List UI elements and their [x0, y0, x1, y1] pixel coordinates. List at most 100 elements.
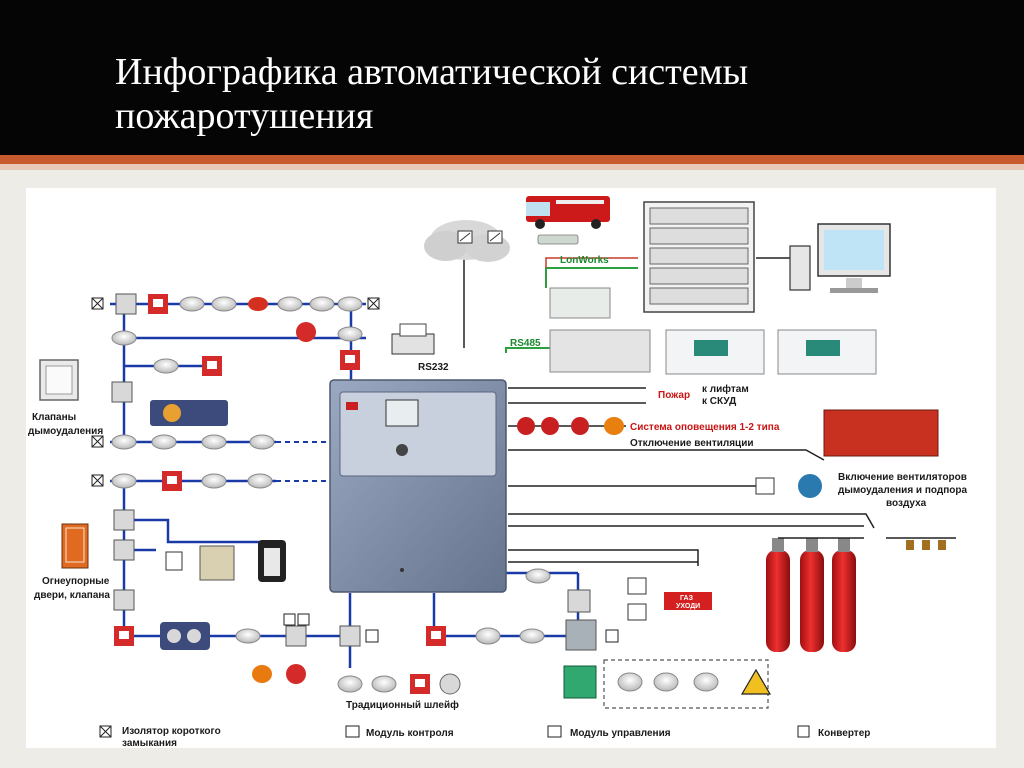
short-circuit-isolator-icon	[99, 725, 112, 738]
accent-stripe	[0, 155, 1024, 164]
to-elevators-label: к лифтам	[702, 383, 749, 395]
control-module-icon	[113, 509, 135, 531]
gas-sign-text-2: УХОДИ	[676, 603, 700, 610]
legend-item-control-module: Модуль контроля	[366, 728, 454, 739]
output-line-3	[508, 549, 699, 566]
diagram-canvas: LonWorks RS485 RS232	[28, 196, 967, 748]
gas-zone-boundary	[603, 659, 769, 709]
smoke-detector-icon	[201, 434, 227, 450]
smoke-detector-icon	[525, 568, 551, 584]
repeater-module-icon	[549, 329, 651, 373]
smoke-detector-icon	[111, 330, 137, 346]
control-module-icon	[113, 539, 135, 561]
alarm-bell-icon	[541, 417, 559, 435]
to-acs-label: к СКУД	[702, 396, 736, 407]
manual-call-point-icon	[410, 674, 430, 694]
accent-stripe-light	[0, 164, 1024, 170]
traditional-detector-icon	[371, 675, 397, 693]
heat-detector-icon	[235, 628, 261, 644]
converter-icon	[365, 629, 379, 643]
rs485-label: RS485	[510, 338, 541, 349]
flame-detector-icon	[248, 297, 268, 311]
traditional-loop-label: Традиционный шлейф	[346, 699, 459, 711]
gas-warning-sign	[664, 592, 712, 610]
gas-cylinder-icon	[832, 538, 856, 652]
manual-call-point-icon	[340, 350, 360, 370]
gas-detector-icon	[693, 672, 719, 692]
rs232-label: RS232	[418, 362, 449, 373]
control-module-icon	[113, 589, 135, 611]
heat-detector-icon	[475, 627, 501, 645]
remote-panel-2-icon	[777, 329, 877, 375]
lonworks-line	[545, 267, 638, 288]
isolator-icon	[283, 613, 296, 626]
converter-icon	[797, 725, 810, 738]
fire-system-diagram: LonWorks RS485 RS232	[26, 188, 996, 748]
legend-item-isolator-2: замыкания	[122, 738, 177, 748]
legend: Изолятор короткого замыкания Модуль конт…	[99, 725, 870, 748]
control-module-icon	[285, 625, 307, 647]
ventilation-unit-icon	[823, 409, 939, 457]
heat-detector-icon	[211, 296, 237, 312]
smoke-damper-icon	[39, 359, 79, 401]
manual-call-point-icon	[148, 294, 168, 314]
converter-icon	[605, 629, 619, 643]
smoke-detector-icon	[153, 358, 179, 374]
smoke-detector-icon	[519, 628, 545, 644]
computer-icon	[789, 223, 891, 293]
power-supply-icon	[565, 619, 597, 651]
manual-call-point-icon	[426, 626, 446, 646]
slide-title-line-1: Инфографика автоматической системы	[115, 51, 749, 93]
control-module-icon	[111, 381, 133, 403]
legend-item-isolator: Изолятор короткого	[122, 726, 221, 737]
management-module-icon	[547, 725, 562, 738]
relay-icon	[165, 551, 183, 571]
remote-panel-1-icon	[665, 329, 765, 375]
door-holder-icon	[199, 545, 235, 581]
fans-on-label-2: дымоудаления и подпора	[838, 485, 967, 496]
control-module-icon	[339, 625, 361, 647]
smoke-removal-label: дымоудаления	[28, 426, 103, 437]
door-closer-icon	[258, 540, 286, 582]
smoke-detector-icon	[337, 296, 363, 312]
heat-detector-icon	[247, 473, 273, 489]
smoke-detector-icon	[111, 434, 137, 450]
duct-detector-icon	[150, 400, 228, 426]
alert-system-label: Система оповещения 1-2 типа	[630, 422, 780, 433]
nozzle-icon	[906, 540, 946, 550]
relay-icon	[627, 603, 647, 621]
smoke-detector-icon	[249, 434, 275, 450]
title-bar: Инфографика автоматической системы пожар…	[0, 0, 1024, 155]
fans-on-label-1: Включение вентиляторов	[838, 472, 967, 483]
valves-label: Клапаны	[32, 412, 76, 423]
siren-icon	[571, 417, 589, 435]
flame-detector-icon	[439, 673, 461, 695]
siren-icon	[286, 664, 306, 684]
fan-icon	[798, 474, 822, 498]
alarm-bell-icon	[517, 417, 535, 435]
gas-module-icon	[563, 665, 597, 699]
slide-title-line-2: пожаротушения	[115, 95, 374, 137]
legend-item-management-module: Модуль управления	[570, 728, 671, 739]
fans-on-label-3: воздуха	[886, 498, 927, 509]
cloud-icon	[424, 220, 510, 262]
lonworks-label: LonWorks	[560, 255, 609, 266]
smoke-detector-icon	[309, 296, 335, 312]
manual-call-point-icon	[162, 471, 182, 491]
output-line-vent	[508, 449, 825, 461]
legend-item-converter: Конвертер	[818, 728, 870, 739]
smoke-detector-icon	[179, 296, 205, 312]
control-module-icon	[115, 293, 137, 315]
slide-title: Инфографика автоматической системы пожар…	[115, 50, 975, 138]
gateway-device-icon	[537, 234, 579, 245]
fire-doors-label-2: двери, клапана	[34, 590, 110, 601]
lonworks-module-icon	[549, 287, 611, 319]
fire-door-icon	[61, 523, 89, 569]
relay-icon	[627, 577, 647, 595]
gas-cylinder-icon	[800, 538, 824, 652]
isolator-icon	[367, 297, 380, 310]
gas-cylinder-icon	[766, 538, 790, 652]
manual-call-point-icon	[114, 626, 134, 646]
relay-icon	[755, 477, 775, 495]
fire-doors-label-1: Огнеупорные	[42, 576, 110, 587]
